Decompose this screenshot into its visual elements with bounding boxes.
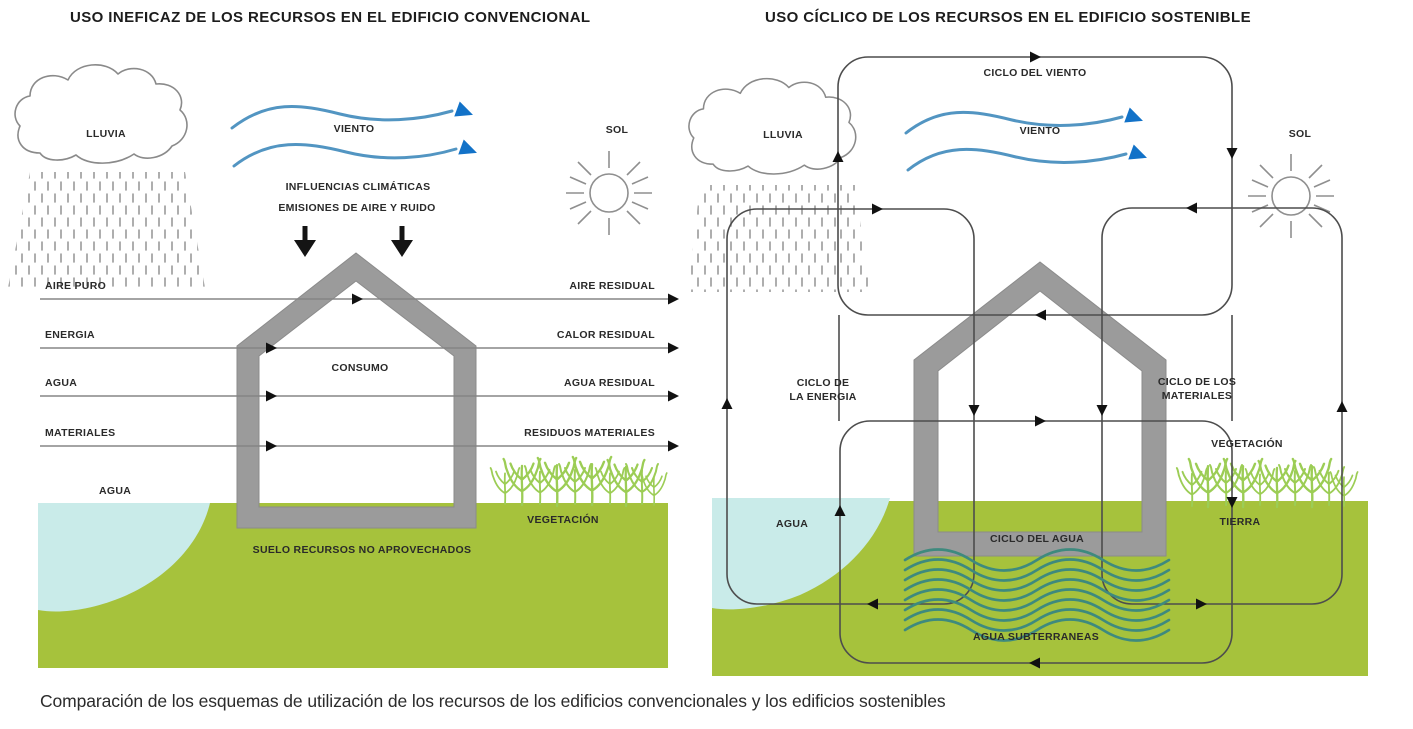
water-label-right: AGUA [776,518,808,530]
vegetation-icon-right [1175,457,1359,509]
rain-label-left: LLUVIA [86,128,126,140]
wind-cycle-label: CICLO DEL VIENTO [983,67,1086,79]
groundwater-waves-icon [903,548,1171,642]
materials-cycle-label: MATERIALES [1162,390,1232,402]
ground-left [38,503,668,668]
flow-out-label: RESIDUOS MATERIALES [524,427,655,439]
right-title: USO CÍCLICO DE LOS RECURSOS EN EL EDIFIC… [765,9,1251,26]
water-cycle-label: CICLO DEL AGUA [990,533,1084,545]
sun-icon-right [1247,153,1335,239]
flow-in-label: ENERGIA [45,329,95,341]
soil-label: SUELO RECURSOS NO APROVECHADOS [253,544,472,556]
earth-label: TIERRA [1220,516,1261,528]
flow-out-label: AIRE RESIDUAL [569,280,655,292]
sun-label-right: SOL [1289,128,1312,140]
left-title: USO INEFICAZ DE LOS RECURSOS EN EL EDIFI… [70,9,591,26]
emission-down-arrows [294,226,413,257]
flow-in-label: AIRE PURO [45,280,106,292]
energy-cycle-label: CICLO DE [797,377,850,389]
consumption-label: CONSUMO [332,362,389,374]
cloud-icon-right [688,77,857,175]
sun-label-left: SOL [606,124,629,136]
materials-cycle-label: CICLO DE LOS [1158,376,1236,388]
vegetation-icon-left [489,455,668,508]
wind-icon-left [230,101,480,168]
flow-out-label: CALOR RESIDUAL [557,329,655,341]
energy-cycle-label: LA ENERGIA [789,391,856,403]
rain-label-right: LLUVIA [763,129,803,141]
air-noise-emissions-label: EMISIONES DE AIRE Y RUIDO [278,202,435,214]
wind-label-right: VIENTO [1020,125,1061,137]
flow-out-label: AGUA RESIDUAL [564,377,655,389]
house-right [913,261,1167,557]
water-left [38,503,210,612]
groundwater-label: AGUA SUBTERRANEAS [973,631,1099,643]
water-right [712,498,890,610]
flow-in-label: AGUA [45,377,77,389]
sun-icon-left [565,150,653,236]
wind-label-left: VIENTO [334,123,375,135]
flow-in-label: MATERIALES [45,427,115,439]
rain-icon-right [688,185,870,292]
vegetation-label-left: VEGETACIÓN [527,513,599,526]
vegetation-label-right: VEGETACIÓN [1211,437,1283,450]
climate-influences-label: INFLUENCIAS CLIMÁTICAS [286,180,431,193]
figure-caption: Comparación de los esquemas de utilizaci… [40,691,946,711]
rain-icon-left [8,172,205,288]
water-label-left: AGUA [99,485,131,497]
wind-icon-right [904,107,1150,172]
house-left [236,252,477,529]
cloud-icon-left [14,64,188,164]
